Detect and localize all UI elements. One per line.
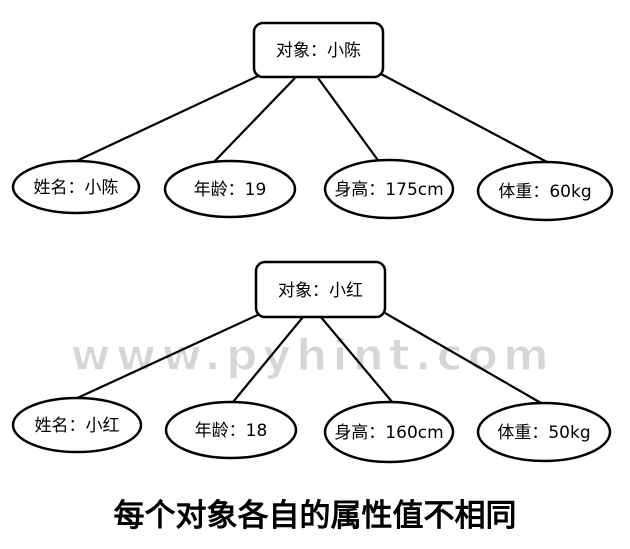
attribute-ellipse xyxy=(476,401,612,463)
tree-1-object-node: 对象：小陈 xyxy=(252,21,385,79)
edge-2-height xyxy=(319,315,394,404)
tree-1-attribute-height: 身高：175cm xyxy=(323,158,455,220)
attribute-label: 身高：175cm xyxy=(334,180,443,200)
tree-1-edges xyxy=(67,73,548,166)
attribute-ellipse xyxy=(476,160,614,222)
tree-2-attribute-name: 姓名：小红 xyxy=(11,396,143,454)
attribute-label: 体重：60kg xyxy=(498,182,591,202)
edge-1-name xyxy=(67,75,259,166)
object-box xyxy=(252,21,385,79)
attribute-label: 体重：50kg xyxy=(497,423,590,443)
attribute-ellipse xyxy=(323,400,455,464)
tree-2-object-node: 对象：小红 xyxy=(254,260,387,319)
tree-2-edges xyxy=(72,312,542,404)
edge-2-age xyxy=(232,316,304,403)
attribute-ellipse xyxy=(323,158,455,220)
object-label: 对象：小红 xyxy=(278,281,363,301)
tree-2-attribute-weight: 体重：50kg xyxy=(476,401,612,463)
attribute-ellipse xyxy=(164,400,298,460)
edge-2-weight xyxy=(384,312,542,404)
object-label: 对象：小陈 xyxy=(276,41,361,61)
attribute-label: 年龄：18 xyxy=(195,421,268,441)
edge-1-age xyxy=(211,77,296,165)
tree-1-attribute-age: 年龄：19 xyxy=(163,159,297,219)
diagram-caption: 每个对象各自的属性值不相同 xyxy=(113,498,517,534)
tree-2-attribute-height: 身高：160cm xyxy=(323,400,455,464)
tree-2-attribute-age: 年龄：18 xyxy=(164,400,298,460)
attribute-ellipse xyxy=(11,159,141,215)
watermark-text: www.pyhint.com xyxy=(70,330,554,381)
tree-1-attribute-weight: 体重：60kg xyxy=(476,160,614,222)
attribute-label: 姓名：小红 xyxy=(35,416,120,436)
tree-1-attribute-name: 姓名：小陈 xyxy=(11,159,141,215)
attribute-label: 姓名：小陈 xyxy=(34,178,119,198)
attribute-ellipse xyxy=(163,159,297,219)
edge-2-name xyxy=(72,312,263,401)
edge-1-height xyxy=(317,77,381,164)
object-box xyxy=(254,260,387,319)
edge-1-weight xyxy=(380,73,548,163)
attribute-ellipse xyxy=(11,396,143,454)
attribute-label: 身高：160cm xyxy=(334,423,443,443)
attribute-label: 年龄：19 xyxy=(194,180,267,200)
